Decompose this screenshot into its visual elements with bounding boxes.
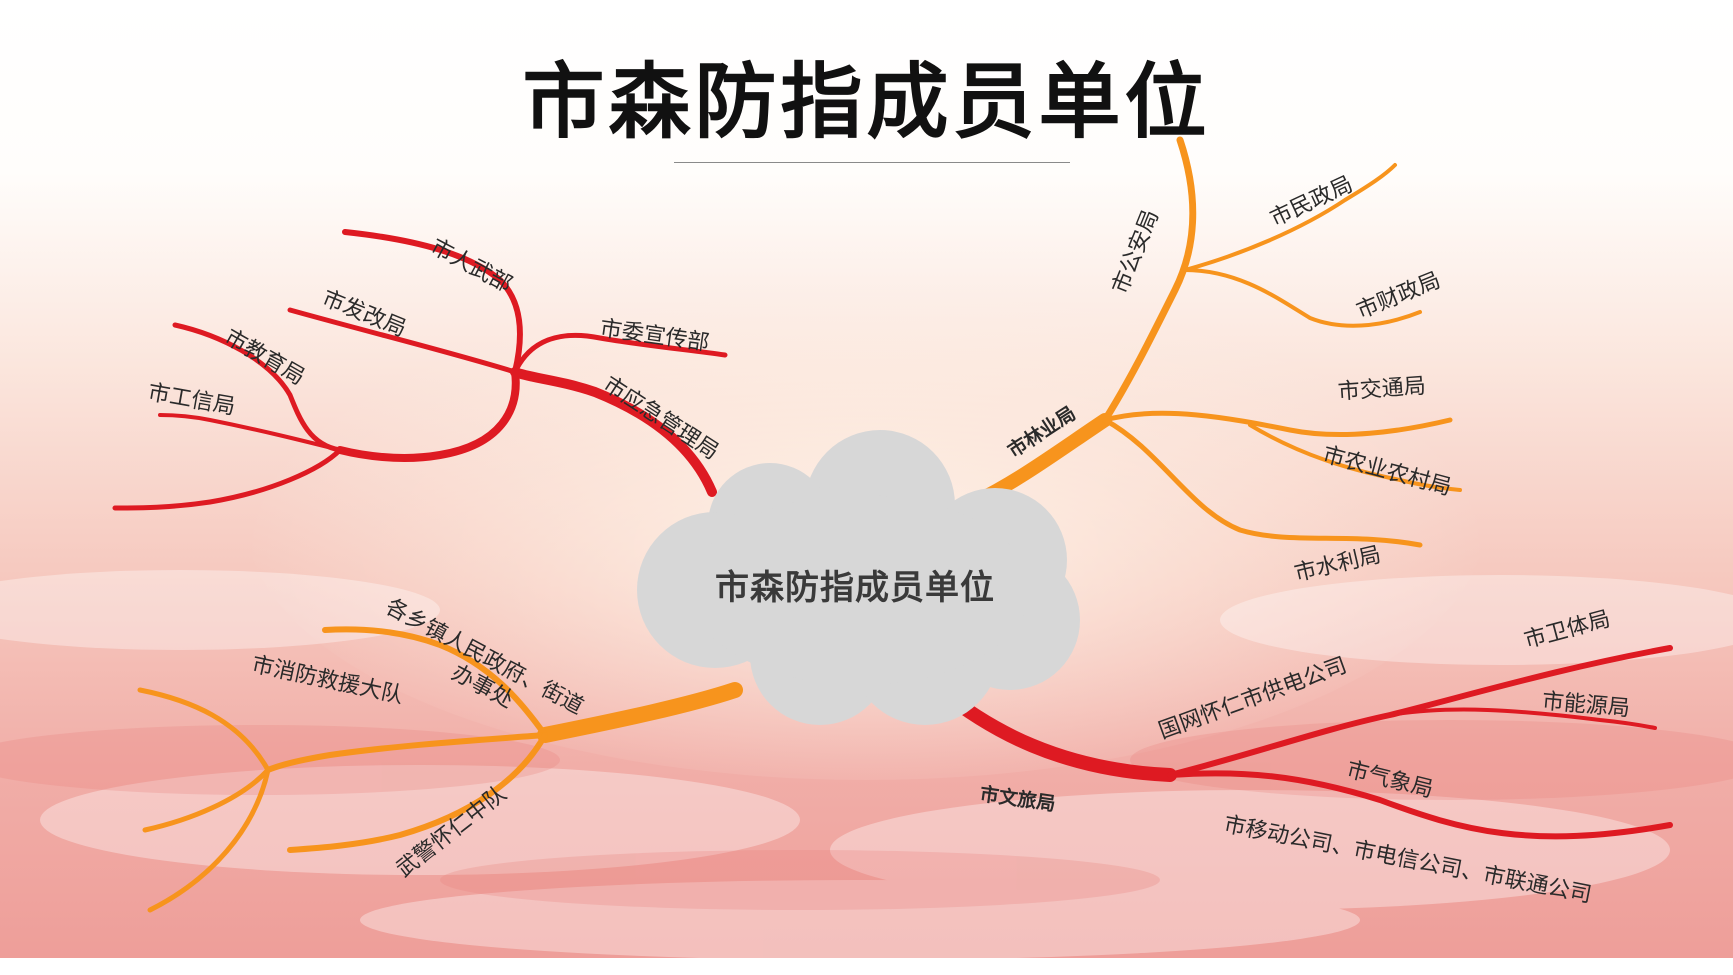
branch-top-right [968,136,1462,548]
branch-top-left [112,229,728,511]
center-label: 市森防指成员单位 [715,568,995,608]
center-cloud [637,430,1080,725]
branch-bottom-left [137,626,743,913]
page-title: 市森防指成员单位 [522,54,1211,150]
title-underline [674,162,1070,163]
